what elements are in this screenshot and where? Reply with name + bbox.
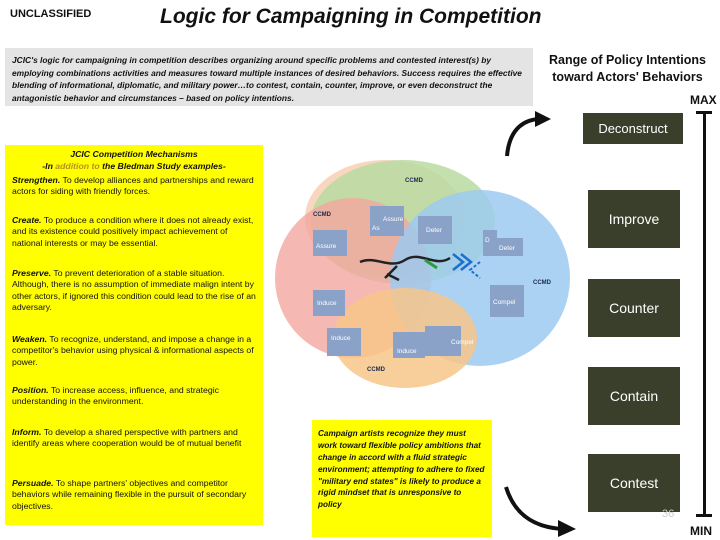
level-counter: Counter — [588, 279, 680, 337]
mechanism-create: Create. To produce a condition where it … — [12, 215, 260, 249]
chevron-flow-line — [359, 255, 451, 265]
deter-label-right: Deter — [499, 245, 516, 252]
slide-title: Logic for Campaigning in Competition — [160, 5, 542, 28]
mechanism-term: Strengthen. — [12, 175, 61, 185]
mechanism-term: Create. — [12, 215, 42, 225]
scale-line — [703, 112, 706, 516]
mechanism-desc: To shape partners' objectives and compet… — [12, 478, 247, 511]
ccmd-label-left: CCMD — [313, 212, 332, 218]
mechanism-desc: To produce a condition where it does not… — [12, 215, 254, 248]
mechanism-desc: To prevent deterioration of a stable sit… — [12, 268, 256, 313]
induce-box-left — [313, 290, 345, 316]
mechanism-desc: To develop alliances and partnerships an… — [12, 175, 254, 197]
mechanism-desc: To increase access, influence, and strat… — [12, 385, 219, 407]
mechanisms-heading: JCIC Competition Mechanisms -In addition… — [5, 149, 263, 172]
mechanisms-heading-line2: -In addition to the Bledman Study exampl… — [5, 161, 263, 173]
mechanisms-heading-line1: JCIC Competition Mechanisms — [70, 149, 198, 159]
mechanism-position: Position. To increase access, influence,… — [12, 385, 260, 408]
compel-label-right: Compel — [493, 299, 516, 306]
d-box — [483, 230, 497, 256]
max-label: MAX — [690, 93, 717, 107]
mechanism-persuade: Persuade. To shape partners' objectives … — [12, 478, 260, 512]
chevron-right-icon — [452, 253, 474, 271]
mechanism-desc: To recognize, understand, and impose a c… — [12, 334, 254, 367]
ccmd-label-top: CCMD — [405, 178, 424, 184]
mechanism-term: Preserve. — [12, 268, 52, 278]
chevron-left-icon — [468, 261, 481, 279]
assure-box-center — [370, 206, 404, 236]
mechanisms-box: JCIC Competition Mechanisms -In addition… — [5, 145, 263, 525]
compel-box-right — [490, 285, 524, 317]
mechanism-strengthen: Strengthen. To develop alliances and par… — [12, 175, 260, 198]
page-number: 36 — [662, 508, 675, 520]
heading-highlight: addition to — [55, 160, 100, 171]
ccmd-label-bottom: CCMD — [367, 367, 386, 373]
compel-box-bottom — [425, 326, 461, 356]
assure-label-center: Assure — [383, 216, 404, 223]
compel-label-bottom: Compel — [451, 339, 474, 346]
min-label: MIN — [690, 524, 712, 538]
assure-label-left: Assure — [316, 243, 337, 250]
level-contest: Contest — [588, 454, 680, 512]
green-arrow-stub — [424, 258, 438, 270]
induce-label-center: Induce — [397, 348, 417, 355]
induce-box-center — [393, 332, 425, 358]
level-improve: Improve — [588, 190, 680, 248]
curved-arrow-down-right-icon — [504, 486, 576, 537]
mechanism-inform: Inform. To develop a shared perspective … — [12, 427, 260, 450]
mechanism-term: Persuade. — [12, 478, 54, 488]
mechanism-term: Inform. — [12, 427, 42, 437]
d-label: D — [485, 237, 490, 244]
deter-box-right — [495, 238, 523, 256]
scale-top-tick — [696, 111, 712, 114]
campaign-artists-note: Campaign artists recognize they must wor… — [312, 420, 492, 537]
assure-box-left — [313, 230, 347, 256]
induce-label-left: Induce — [317, 300, 337, 307]
curved-arrow-up-right-icon — [505, 111, 551, 157]
mechanism-preserve: Preserve. To prevent deterioration of a … — [12, 268, 260, 314]
as-label: As — [372, 225, 380, 232]
induce-label-bottom: Induce — [331, 335, 351, 342]
ccmd-venn-diagram: CCMD CCMD CCMD CCMD Assure Assure As Det… — [275, 160, 570, 388]
mechanism-term: Weaken. — [12, 334, 48, 344]
heading-pre: -In — [42, 160, 56, 171]
mechanism-term: Position. — [12, 385, 49, 395]
mechanism-weaken: Weaken. To recognize, understand, and im… — [12, 334, 260, 368]
cross-mark — [384, 265, 400, 282]
level-deconstruct: Deconstruct — [583, 113, 683, 144]
scale-bottom-tick — [696, 514, 712, 517]
intro-text-box: JCIC's logic for campaigning in competit… — [5, 48, 533, 106]
policy-range-title: Range of Policy Intentions toward Actors… — [549, 53, 706, 84]
deter-box-center — [418, 216, 452, 244]
deter-label-center: Deter — [426, 227, 443, 234]
heading-post: the Bledman Study examples- — [99, 160, 226, 171]
mechanism-desc: To develop a shared perspective with par… — [12, 427, 242, 449]
level-contain: Contain — [588, 367, 680, 425]
induce-box-bottom — [327, 328, 361, 356]
ccmd-label-right: CCMD — [533, 280, 552, 286]
classification-label: UNCLASSIFIED — [10, 8, 92, 20]
